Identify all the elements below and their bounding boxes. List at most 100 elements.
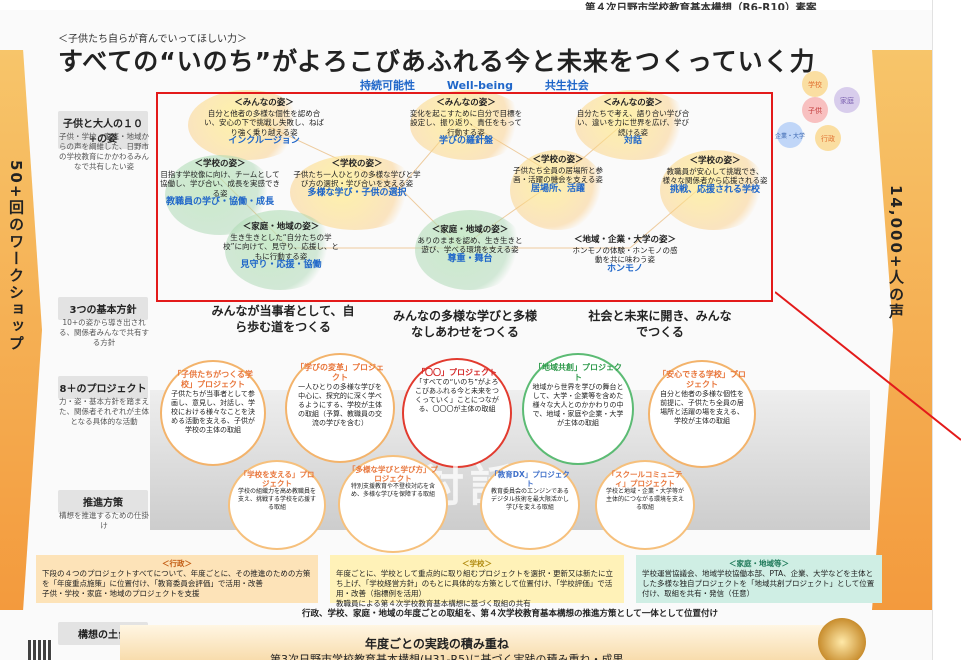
figure-head: ＜みんなの姿＞ <box>234 98 294 108</box>
figure-body: ありのままを認め、生き生きと遊び、学べる環境を支える姿 <box>417 235 523 255</box>
project-desc: 学校と地域・企業・大学等が主体的につながる環境を支える取組 <box>605 488 684 511</box>
project-desc: 学校の組織力を高め教職員を支え、挑戦する学校を応援する取組 <box>238 488 317 511</box>
project-desc: 「すべての“いのち”がよろこびあふれる今と未来をつくっていく」ことにつながる、〇… <box>415 378 499 413</box>
right-panel <box>932 0 961 660</box>
figure-head: ＜地域・企業・大学の姿＞ <box>573 235 676 245</box>
project-desc: 一人ひとりの多様な学びを中心に、探究的に深く学べるようにする、学校が主体の取組（… <box>297 383 383 427</box>
highlight-box <box>156 92 773 302</box>
chip-label: 行政 <box>821 134 835 143</box>
figure-key: 教職員の学び・協働・成長 <box>165 197 274 207</box>
figure-key: ホンモノ <box>606 263 643 274</box>
project-name: 「学校を支える」プロジェクト <box>239 470 315 488</box>
foundation-band <box>120 625 832 660</box>
figure-item: ＜学校の姿＞ 子供たち一人ひとりの多様な学びと学び方の選択・学び合いを支える姿 … <box>292 159 422 198</box>
figure-bubble <box>575 90 693 160</box>
project-desc: 教育委員会のエンジンであるデジタル技術を最大限活かし学びを変える取組 <box>491 488 569 511</box>
project-circle: 「学びの変革」プロジェクト 一人ひとりの多様な学びを中心に、探究的に深く学べるよ… <box>285 353 395 463</box>
figure-item: ＜学校の姿＞ 目指す学校像に向け、チームとして協働し、学び合い、成長を実感できる… <box>159 159 281 208</box>
box-line: 学校運営協議会、地域学校協働本部、PTA、企業、大学などを主体とした多様な独自プ… <box>642 569 875 598</box>
policy: みんなが当事者として、自ら歩む道をつくる <box>211 304 355 334</box>
row-note: 力・姿・基本方針を踏まえた、関係者それぞれが主体となる具体的な活動 <box>59 397 149 426</box>
figure-bubble <box>415 210 525 290</box>
figure-item: ＜地域・企業・大学の姿＞ ホンモノの体験・ホンモノの感動を共に味わう姿 ホンモノ <box>570 235 680 274</box>
box-title: ＜行政＞ <box>162 559 192 568</box>
project-name: 「安心できる学校」プロジェクト <box>658 370 746 389</box>
row-label: 推進方策 <box>58 490 148 513</box>
project-name: 「教育DX」プロジェクト <box>490 470 570 488</box>
box-line: 下段の４つのプロジェクトすべてについて、年度ごとに、その推進のための方策を「年度… <box>42 569 311 588</box>
community-box: ＜家庭・地域等＞ 学校運営協議会、地域学校協働本部、PTA、企業、大学などを主体… <box>636 555 882 603</box>
keywords: 持続可能性 Well-being 共生社会 <box>360 77 615 93</box>
foundation-subtitle: 第3次日野市学校教育基本構想(H31-R5)に基づく実践の積み重ね・成果 <box>270 653 624 660</box>
figure-bubble <box>410 90 528 160</box>
project-name: 「〇〇」プロジェクト <box>417 368 497 377</box>
figure-body: 教職員が安心して挑戦でき、様々な関係者から応援される姿 <box>662 166 768 186</box>
project-circle: 「学校を支える」プロジェクト 学校の組織力を高め教職員を支え、挑戦する学校を応援… <box>228 460 326 550</box>
row-label: 3つの基本方針 <box>58 297 148 320</box>
foundation-title: 年度ごとの実践の積み重ね <box>365 637 509 651</box>
figure-bubble <box>188 90 306 160</box>
row-label: 子供と大人の１０+の姿 <box>58 111 148 149</box>
project-circle: 「子供たちがつくる学校」プロジェクト 子供たちが当事者として参画し、意見し、対話… <box>160 360 266 466</box>
box-line: 子供・学校・家庭・地域のプロジェクトを支援 <box>42 589 200 598</box>
chip-label: 子供 <box>808 106 822 115</box>
admin-box: ＜行政＞ 下段の４つのプロジェクトすべてについて、年度ごとに、その推進のための方… <box>36 555 318 603</box>
figure-item: ＜みんなの姿＞ 自分と他者の多様な個性を認め合い、安心の下で挑戦し失敗し、ねばり… <box>202 98 326 147</box>
project-name: 「地域共創」プロジェクト <box>534 363 622 382</box>
figure-bubble <box>225 210 335 290</box>
compass-icon <box>818 618 866 660</box>
project-circle: 「教育DX」プロジェクト 教育委員会のエンジンであるデジタル技術を最大限活かし学… <box>480 460 580 550</box>
figure-body: 生き生きとした“自分たちの学校”に向けて、見守り、応援し、ともに行動する姿 <box>223 232 339 261</box>
callout-pointer-line <box>775 291 961 441</box>
keyword: 持続可能性 <box>360 79 415 92</box>
figure-key: 挑戦、応援される学校 <box>669 184 760 195</box>
box-line: 教職員による第４次学校教育基本構想に基づく取組の共有 <box>336 599 531 608</box>
figure-body: 子供たち全員の居場所と参画・活躍の機会を支える姿 <box>513 165 603 185</box>
row-note: 10+の姿から導き出される、関係者みんなで共有する方針 <box>59 318 149 347</box>
figure-body: 目指す学校像に向け、チームとして協働し、学び合い、成長を実感できる姿 <box>160 169 280 198</box>
project-circle: 「多様な学びと学び方」プロジェクト 特別支援教育や不登校対応を含め、多様な学びを… <box>338 455 448 553</box>
figure-head: ＜学校の姿＞ <box>331 159 383 169</box>
figure-item: ＜みんなの姿＞ 自分たちで考え、語り合い学び合い、違いを力に世界を広げ、学び続け… <box>574 98 692 147</box>
figure-item: ＜学校の姿＞ 子供たち全員の居場所と参画・活躍の機会を支える姿 居場所、活躍 <box>508 155 608 194</box>
figure-head: ＜学校の姿＞ <box>689 156 741 166</box>
project-circle: 「〇〇」プロジェクト 「すべての“いのち”がよろこびあふれる今と未来をつくってい… <box>402 358 512 468</box>
school-box: ＜学校＞ 年度ごとに、学校として重点的に取り組むプロジェクトを選択・更新又は新た… <box>330 555 624 608</box>
figure-key: 居場所、活躍 <box>530 183 585 194</box>
project-desc: 自分と他者の多様な個性を前提に、子供たち全員の居場所と活躍の場を支える、学校が主… <box>660 390 744 425</box>
project-name: 「多様な学びと学び方」プロジェクト <box>348 465 438 483</box>
row-note: 構想を推進するための仕掛け <box>59 511 149 530</box>
figure-bubble <box>510 150 605 230</box>
figure-head: ＜家庭・地域の姿＞ <box>242 222 320 232</box>
figure-item: ＜学校の姿＞ 教職員が安心して挑戦でき、様々な関係者から応援される姿 挑戦、応援… <box>660 156 770 195</box>
project-desc: 特別支援教育や不登校対応を含め、多様な学びを保障する取組 <box>350 483 435 498</box>
figure-item: ＜家庭・地域の姿＞ 生き生きとした“自分たちの学校”に向けて、見守り、応援し、と… <box>222 222 340 271</box>
workshop-label: 50+回のワークショップ <box>7 160 25 353</box>
chip-label: 学校 <box>808 80 822 89</box>
row-label: 8＋のプロジェクト <box>58 376 148 399</box>
figure-head: ＜みんなの姿＞ <box>436 98 496 108</box>
chip-label: 家庭 <box>840 96 854 105</box>
voices-label: 14,000+人の声 <box>887 185 905 321</box>
project-desc: 地域から世界を学びの舞台として、大学・企業等を含めた様々な大人とのかかわりの中で… <box>532 383 624 427</box>
figure-body: 子供たち一人ひとりの多様な学びと学び方の選択・学び合いを支える姿 <box>293 169 421 189</box>
stakeholder-chips: 学校 家庭 子供 企業・大学 行政 <box>775 71 860 151</box>
figure-item: ＜家庭・地域の姿＞ ありのままを認め、生き生きと遊び、学べる環境を支える姿 尊重… <box>414 225 526 264</box>
policy: みんなの多様な学びと多様なしあわせをつくる <box>392 309 537 339</box>
box-title: ＜学校＞ <box>462 559 492 568</box>
project-name: 「スクールコミュニティ」プロジェクト <box>607 470 683 488</box>
subtitle: ＜子供たち自らが育んでいってほしい力＞ <box>58 34 247 45</box>
project-circle: 「安心できる学校」プロジェクト 自分と他者の多様な個性を前提に、子供たち全員の居… <box>648 360 756 468</box>
project-circle: 「地域共創」プロジェクト 地域から世界を学びの舞台として、大学・企業等を含めた様… <box>522 353 634 465</box>
keyword: Well-being <box>446 79 513 92</box>
integration-note: 行政、学校、家庭・地域の年度ごとの取組を、第４次学校教育基本構想の推進方策として… <box>302 609 718 619</box>
keyword: 共生社会 <box>544 79 589 92</box>
figure-bubble <box>660 150 768 230</box>
row-note: 子供・学校・家庭・地域からの声を綱維した、日野市の学校教育にかかわるみんなで共有… <box>59 132 149 171</box>
figure-item: ＜みんなの姿＞ 変化を起こすために自分で目標を設定し、振り返り、責任をもって行動… <box>408 98 524 147</box>
project-desc: 子供たちが当事者として参画し、意見し、対話し、学校における様々なことを決める活動… <box>171 390 255 434</box>
policy: 社会と未来に開き、みんなでつくる <box>588 309 732 339</box>
figure-body: 自分たちで考え、語り合い学び合い、違いを力に世界を広げ、学び続ける姿 <box>576 108 690 137</box>
figure-body: 変化を起こすために自分で目標を設定し、振り返り、責任をもって行動する姿 <box>409 108 523 137</box>
figure-head: ＜みんなの姿＞ <box>603 98 663 108</box>
